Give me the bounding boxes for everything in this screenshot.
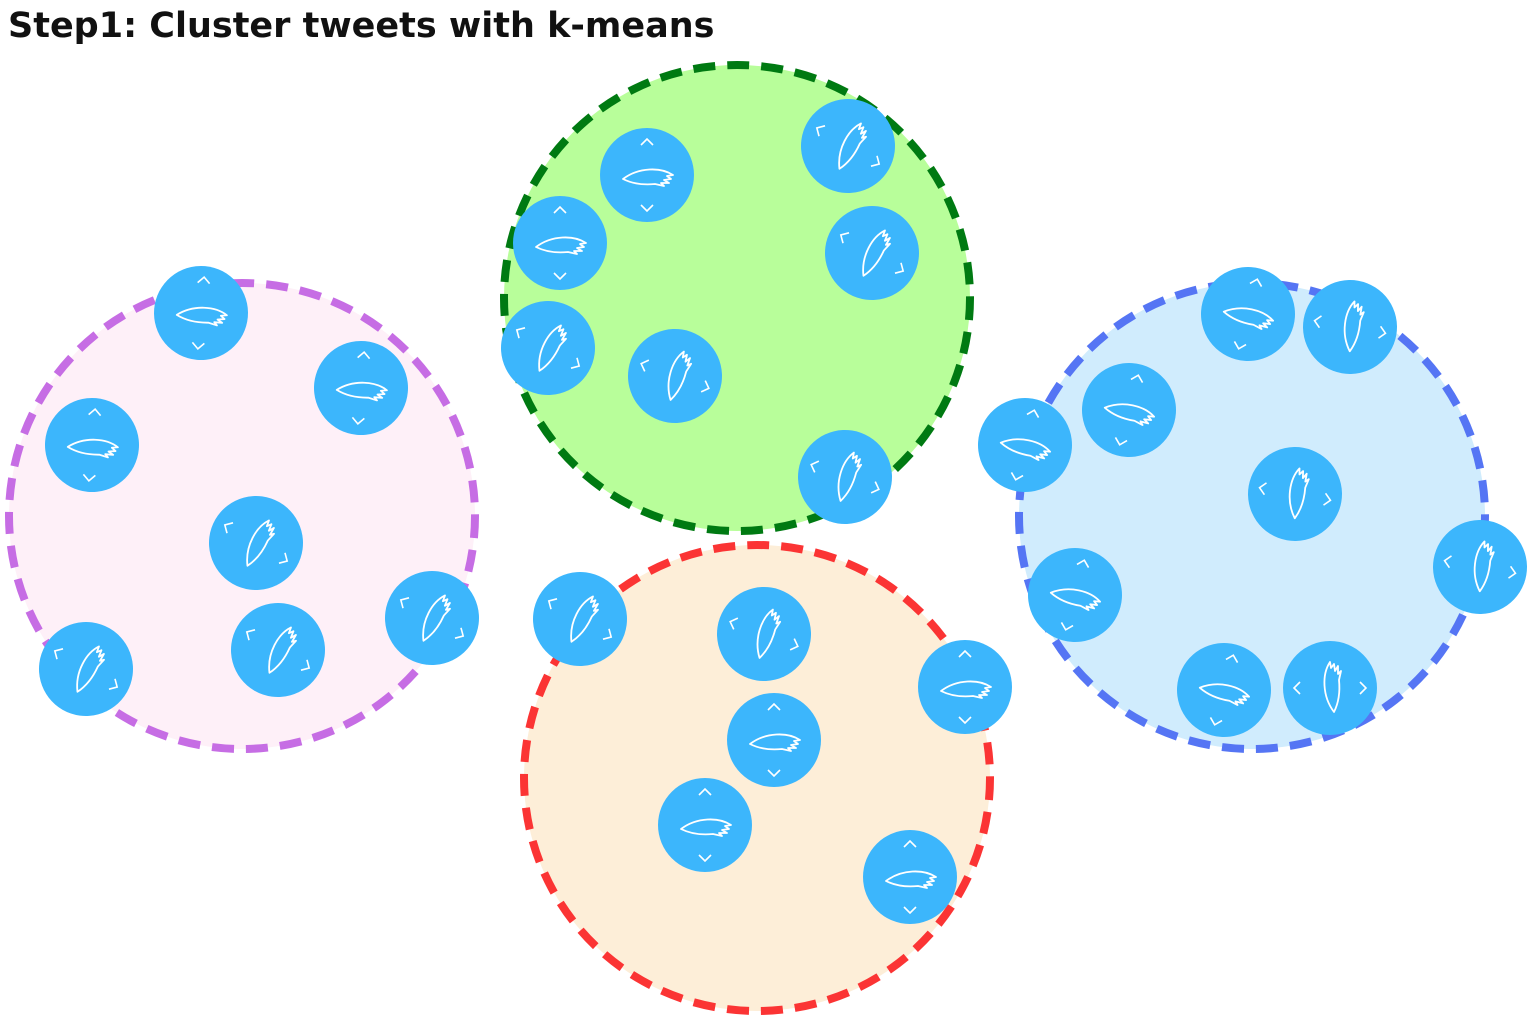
tweet-feather-icon (726, 692, 822, 788)
diagram-title: Step1: Cluster tweets with k-means (8, 6, 715, 46)
tweet-feather-icon (657, 777, 753, 873)
cluster-green-boundary (500, 61, 974, 535)
tweet-feather-icon (1282, 640, 1378, 736)
tweet-feather-icon (917, 639, 1013, 735)
cluster-green (500, 61, 974, 535)
tweet-feather-icon (599, 127, 695, 223)
tweet-feather-icon (512, 195, 608, 291)
tweet-feather-icon (862, 829, 958, 925)
